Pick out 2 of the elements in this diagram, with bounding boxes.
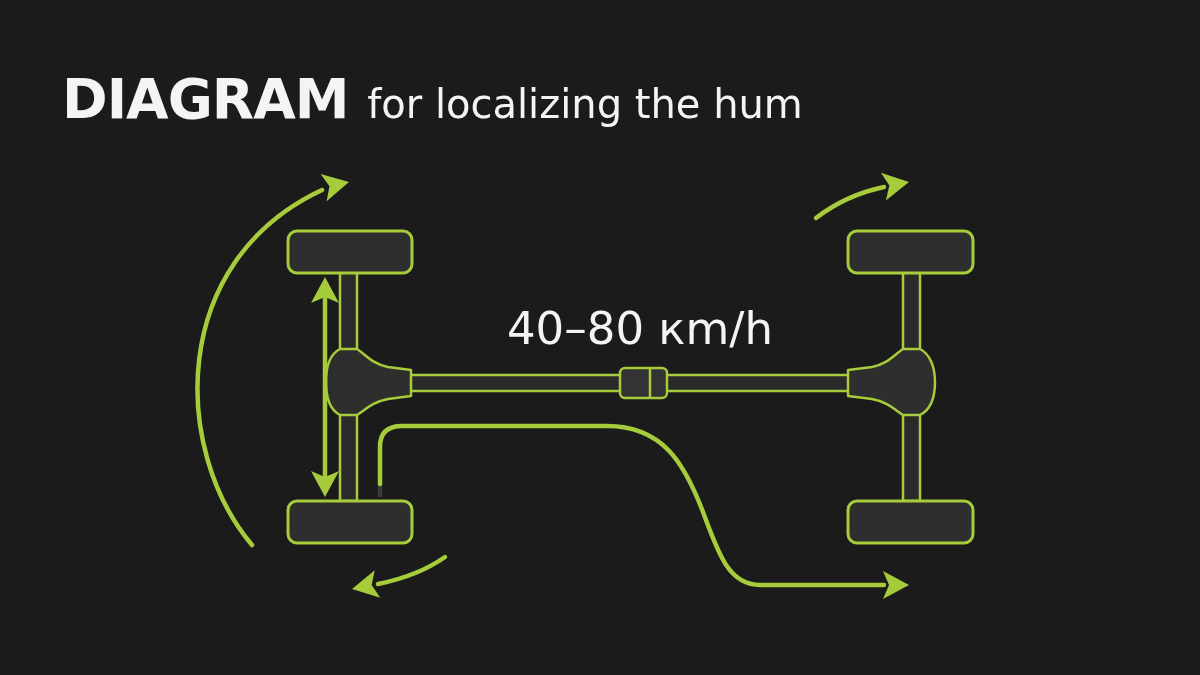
speed-label: 40–80 кm/h: [507, 306, 773, 351]
title: DIAGRAM for localizing the hum: [62, 72, 803, 127]
